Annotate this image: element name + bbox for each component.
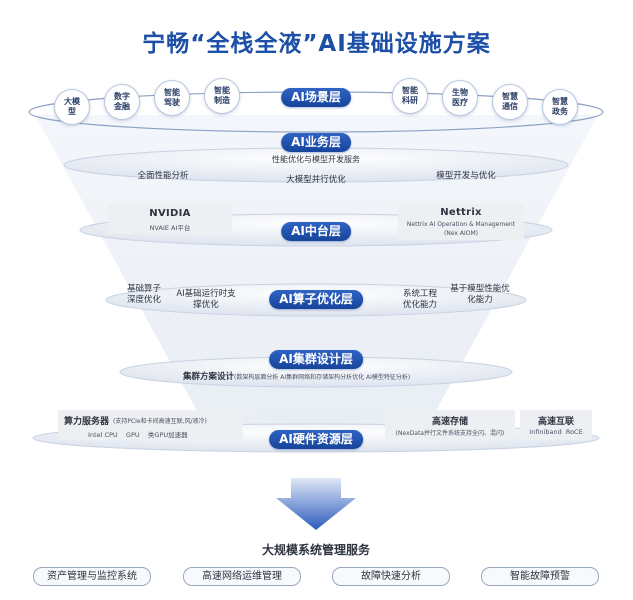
business-item-perf-analysis: 全面性能分析 (137, 171, 189, 181)
nvidia-brand: NVIDIA (149, 208, 191, 219)
cluster-main: 集群方案设计 (183, 372, 235, 382)
business-item-model-dev: 模型开发与优化 (436, 171, 496, 181)
network-panel (520, 410, 592, 440)
scene-layer-label: AI场景层 (281, 88, 351, 107)
operator-item-base-ops: 基础算子深度优化 (126, 284, 161, 305)
business-layer-label: AI业务层 (281, 133, 351, 152)
down-arrow-icon (276, 478, 356, 530)
scene-bubble-digital-finance: 数字金融 (104, 84, 140, 120)
operator-layer-label: AI算子优化层 (269, 290, 363, 309)
operator-item-runtime: AI基础运行时支撑优化 (176, 289, 236, 310)
compute-title: 算力服务器 (64, 417, 110, 427)
business-item-parallel-opt: 大模型并行优化 (286, 175, 346, 185)
management-title: 大规模系统管理服务 (261, 543, 371, 557)
service-network-ops: 高速网络运维管理 (183, 567, 301, 586)
cluster-layer-label: AI集群设计层 (269, 350, 363, 369)
scene-bubble-smart-research: 智能科研 (392, 78, 428, 114)
business-subtitle: 性能优化与模型开发服务 (272, 155, 360, 164)
network-title: 高速互联 (537, 417, 575, 427)
middle-layer-label: AI中台层 (281, 222, 351, 241)
service-fault-analysis: 故障快速分析 (332, 567, 450, 586)
scene-bubble-bio-medical: 生物医疗 (442, 80, 478, 116)
storage-panel (385, 410, 515, 440)
operator-item-system-eng: 系统工程优化能力 (402, 289, 437, 310)
nettrix-panel (398, 204, 524, 240)
storage-title: 高速存储 (431, 417, 469, 427)
operator-item-model-perf: 基于模型性能优化能力 (450, 284, 510, 305)
scene-bubble-large-model: 大模型 (54, 89, 90, 125)
service-fault-warning: 智能故障预警 (481, 567, 599, 586)
compute-note: (支持PCIe和卡间高速互联,风/液冷) (113, 418, 207, 425)
network-desc: Infiniband RoCE (529, 428, 583, 436)
page-title: 宁畅“全栈全液”AI基础设施方案 (142, 31, 491, 57)
cluster-detail: (数架构层面分析 AI集群网络和存储架构分析优化 AI模型特征分析) (234, 374, 411, 381)
compute-items: Intel CPU GPU 类GPU加速器 (88, 431, 188, 439)
compute-panel (58, 410, 243, 440)
nettrix-desc: Nettrix AI Operation & Management (406, 221, 516, 228)
storage-desc: (NexData并行文件系统支持全闪、混闪) (395, 430, 505, 437)
scene-bubble-smart-telecom: 智慧通信 (492, 84, 528, 120)
hardware-layer-label: AI硬件资源层 (269, 430, 363, 449)
scene-bubble-smart-driving: 智能驾驶 (154, 80, 190, 116)
nvidia-desc: NVAIE AI平台 (149, 224, 191, 232)
nettrix-desc-sub: (Nex AIOM) (444, 230, 478, 237)
service-asset-monitoring: 资产管理与监控系统 (33, 567, 151, 586)
nvidia-panel (108, 204, 232, 234)
nettrix-brand: Nettrix (440, 207, 482, 218)
scene-bubble-smart-manufacturing: 智能制造 (204, 78, 240, 114)
scene-bubble-smart-government: 智慧政务 (542, 89, 578, 125)
